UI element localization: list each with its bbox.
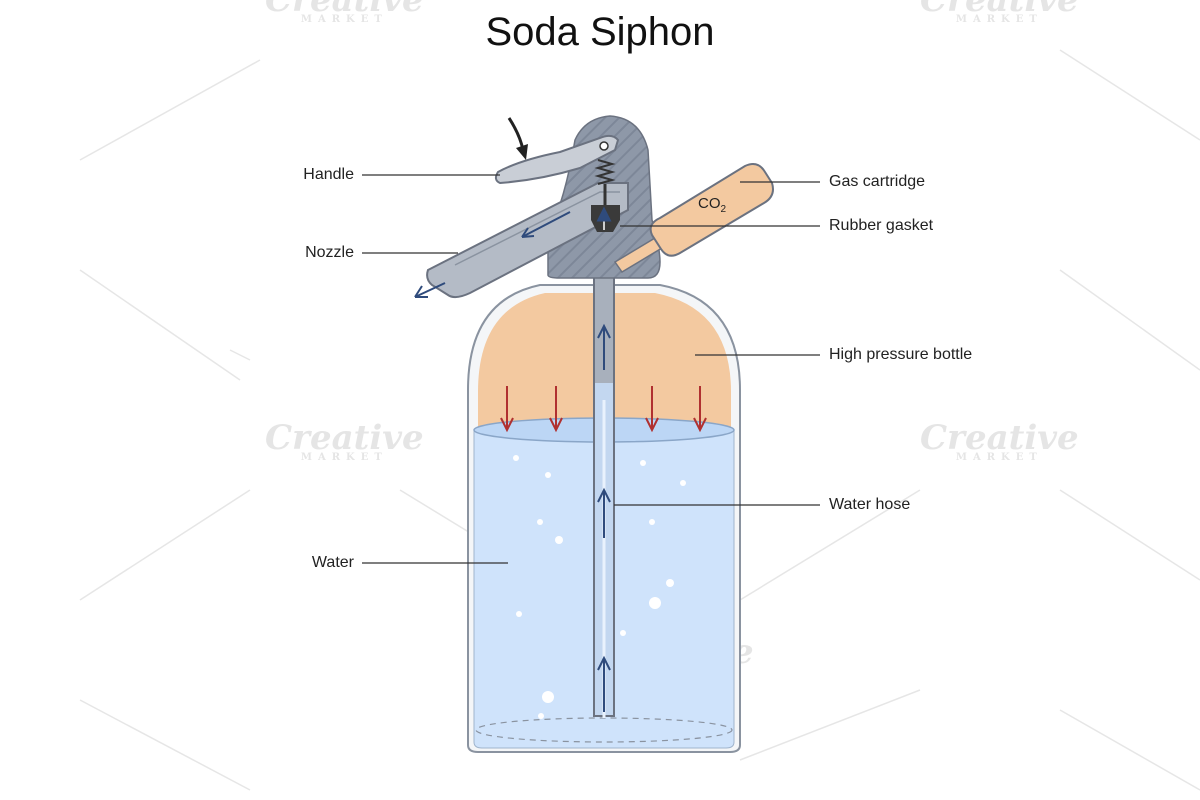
leader-lines <box>362 174 820 564</box>
watermark-sub: MARKET <box>955 452 1043 463</box>
label-high-pressure-bottle: High pressure bottle <box>829 346 973 363</box>
valve-spring <box>594 159 616 185</box>
co2-text: CO <box>698 195 721 212</box>
watermark-text: Creative <box>265 0 424 20</box>
co2-subscript: 2 <box>720 204 727 215</box>
watermark-text: Creative <box>920 0 1079 20</box>
gas-cartridge <box>613 163 774 274</box>
watermark-sub: MARKET <box>300 14 388 25</box>
nozzle-arm <box>426 182 629 299</box>
watermark-lines <box>79 49 1200 791</box>
watermark-text: Creative <box>920 418 1079 458</box>
label-rubber-gasket: Rubber gasket <box>829 217 934 234</box>
co2-label: CO2 <box>698 195 726 215</box>
label-nozzle: Nozzle <box>305 244 354 261</box>
handle-pivot <box>599 141 609 151</box>
pressure-arrows <box>500 386 707 433</box>
page-title: Soda Siphon <box>485 10 715 54</box>
flow-arrows <box>414 211 611 712</box>
press-arrow-icon <box>507 117 528 160</box>
label-gas-cartridge: Gas cartridge <box>829 173 926 190</box>
label-water-hose: Water hose <box>829 496 911 513</box>
watermark-sub: MARKET <box>300 452 388 463</box>
label-water: Water <box>311 554 354 571</box>
label-handle: Handle <box>303 166 354 183</box>
handle-lever <box>494 134 620 185</box>
watermark-sub: MARKET <box>955 14 1043 25</box>
watermark-text: Creative <box>265 418 424 458</box>
bubbles <box>513 455 686 719</box>
